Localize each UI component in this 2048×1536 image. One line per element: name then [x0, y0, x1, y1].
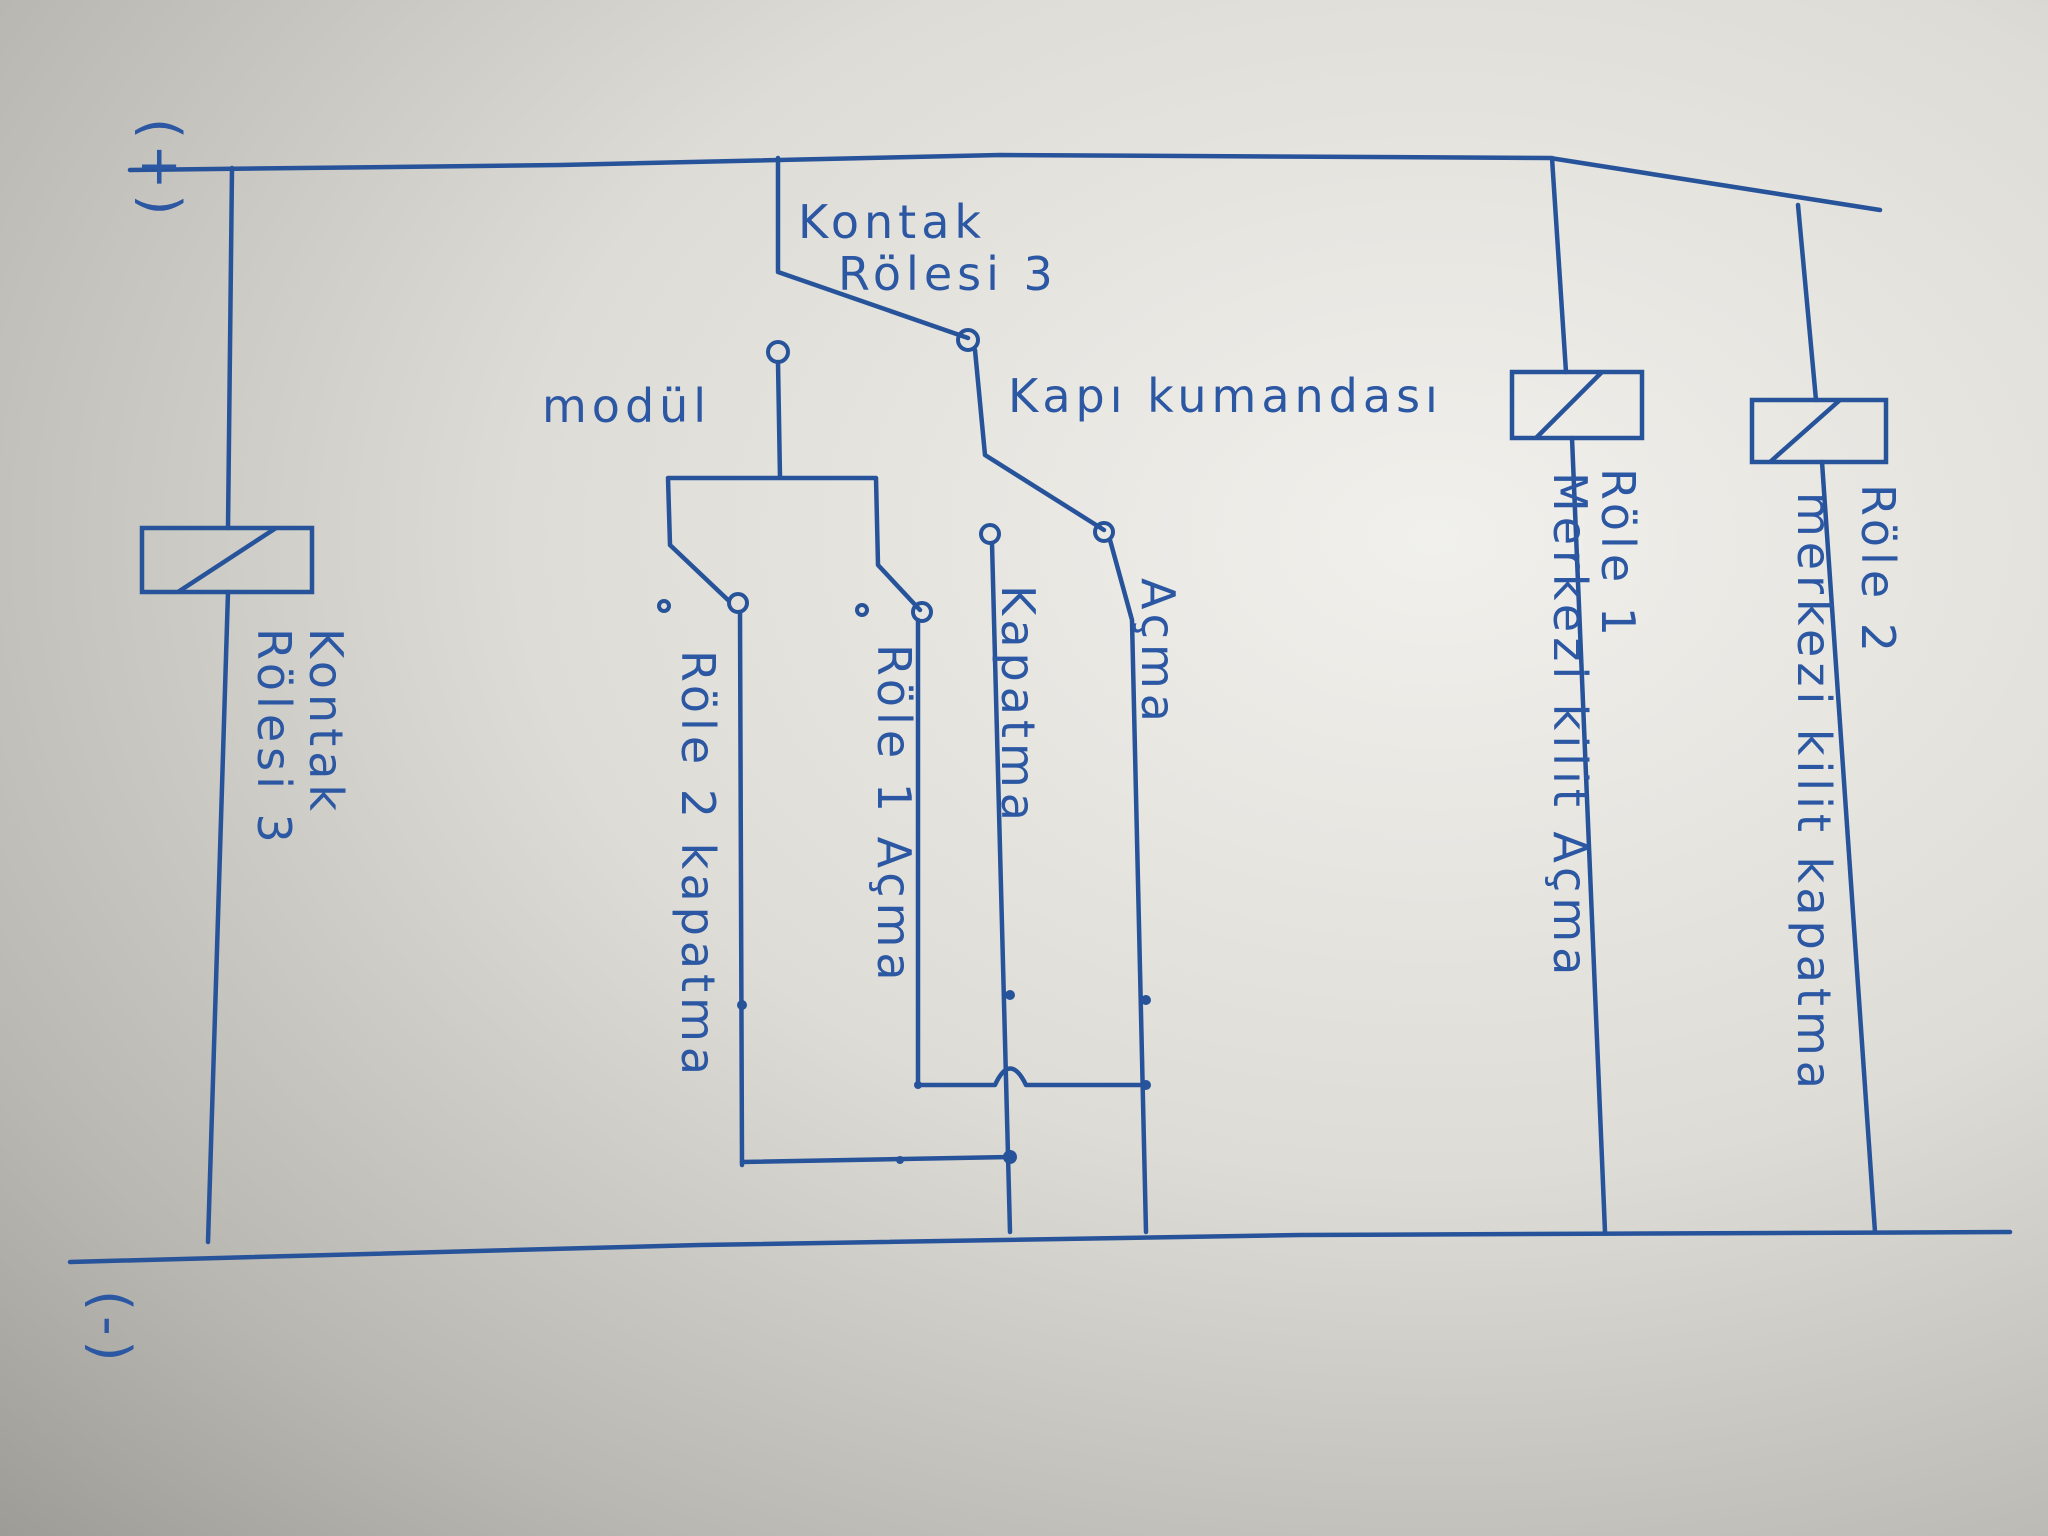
- acma-wire: [1107, 537, 1149, 1235]
- kontak-coil-label-2: Rölesi 3: [247, 628, 301, 848]
- kontak-switch-wire: [775, 155, 971, 341]
- kapi-acma-terminal: [1093, 521, 1115, 543]
- kapatma-wire: [989, 540, 1013, 1235]
- kapi-kumandasi-label: Kapı kumandası: [1008, 369, 1443, 423]
- kontak-coil-label-1: Kontak: [299, 628, 353, 816]
- role2-to-kapatma-link: [739, 1154, 1013, 1165]
- role2-label-1: Röle 2: [1851, 484, 1905, 657]
- modul-terminal: [766, 340, 790, 364]
- role2-label-2: merkezi kilit kapatma: [1787, 492, 1841, 1094]
- kontak-switch-terminal: [956, 328, 980, 352]
- role2-contact-terminal: [727, 592, 749, 614]
- negative-rail: [67, 1229, 2013, 1265]
- role1-to-acma-link: [915, 1066, 1149, 1088]
- relay-coil-kontak-rolesi-3: [139, 525, 315, 595]
- role1-contact-terminal: [911, 601, 933, 623]
- kapi-kumandasi-wire: [972, 347, 1107, 533]
- relay-coil-role-2: [1749, 397, 1889, 465]
- role2-kapatma-label: Röle 2 kapatma: [671, 650, 725, 1080]
- modul-label: modül: [542, 379, 711, 433]
- kontak-switch-label-2: Rölesi 3: [838, 247, 1058, 301]
- positive-rail: [127, 152, 1883, 213]
- role2-kapatma-wire: [737, 609, 745, 1168]
- role1-open-contact: [855, 603, 869, 617]
- relay-coil-role-1: [1509, 369, 1645, 441]
- role2-branch-wire: [1795, 202, 1878, 1235]
- left-branch-wire: [205, 165, 235, 1245]
- role1-label-2: Merkezi kilit Açma: [1543, 472, 1597, 980]
- acma-label: Açma: [1131, 578, 1185, 727]
- role1-label-1: Röle 1: [1591, 468, 1645, 641]
- kontak-switch-label-1: Kontak: [798, 195, 986, 249]
- kapi-kapatma-terminal: [979, 523, 1001, 545]
- role1-branch-wire: [1549, 155, 1608, 1235]
- negative-label: (-): [79, 1290, 142, 1367]
- role1-acma-label: Röle 1 Açma: [867, 644, 921, 986]
- junction-dots: [737, 990, 1151, 1164]
- kapatma-label: Kapatma: [991, 585, 1045, 826]
- role2-open-contact: [657, 599, 671, 613]
- modul-wire: [665, 359, 923, 613]
- positive-label: (+): [129, 118, 192, 220]
